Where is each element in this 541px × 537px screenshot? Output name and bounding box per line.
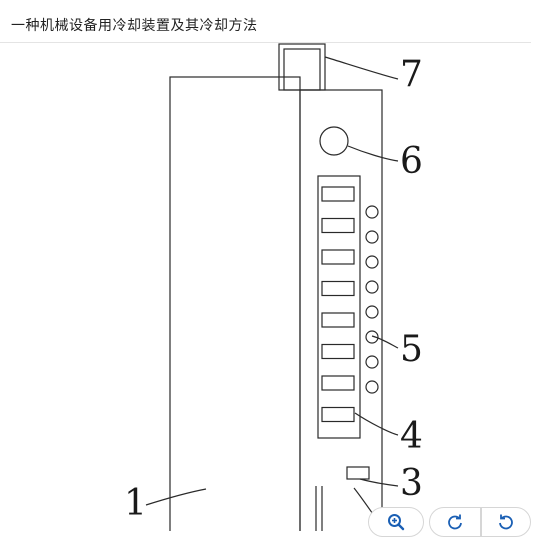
rotate-counterclockwise-icon: [499, 514, 513, 530]
rotate-counterclockwise-button[interactable]: [481, 507, 531, 537]
label-3: 3: [400, 463, 423, 504]
device-diagram: [145, 43, 399, 531]
rotate-clockwise-icon: [448, 514, 462, 530]
zoom-in-icon: [388, 514, 405, 531]
slot-1: [321, 186, 355, 202]
patent-drawing: 7 6 5 4 3 1: [0, 43, 541, 531]
fan-circle: [319, 126, 349, 156]
indicator-group: [365, 205, 379, 394]
label-4: 4: [400, 416, 423, 457]
indicator-light-6: [365, 330, 379, 344]
indicator-light-1: [365, 205, 379, 219]
slot-6: [321, 343, 355, 360]
indicator-light-7: [365, 355, 379, 369]
indicator-light-8: [365, 380, 379, 394]
indicator-light-4: [365, 280, 379, 294]
leader-4: [354, 412, 399, 436]
label-6: 6: [400, 141, 423, 182]
label-7: 7: [400, 54, 423, 95]
slot-panel: [317, 175, 361, 439]
leader-6: [347, 145, 399, 162]
page-title: 一种机械设备用冷却装置及其冷却方法: [11, 18, 258, 34]
slot-7: [321, 375, 355, 391]
indicator-light-3: [365, 255, 379, 269]
leader-1: [145, 488, 207, 506]
zoom-in-button[interactable]: [368, 507, 424, 537]
top-vent-inner: [283, 48, 321, 91]
slot-group: [321, 186, 355, 423]
label-1: 1: [124, 483, 147, 524]
main-housing: [299, 89, 383, 531]
slot-4: [321, 280, 355, 297]
indicator-light-2: [365, 230, 379, 244]
indicator-light-5: [365, 305, 379, 319]
label-5: 5: [400, 329, 423, 370]
slot-5: [321, 312, 355, 328]
leader-3: [359, 478, 399, 487]
slot-2: [321, 217, 355, 234]
door-panel: [169, 76, 301, 531]
top-vent-outer: [278, 43, 326, 91]
leader-5: [371, 335, 399, 349]
page-header: 一种机械设备用冷却装置及其冷却方法: [0, 0, 531, 43]
slot-8: [321, 406, 355, 423]
small-component: [346, 466, 370, 480]
slot-3: [321, 249, 355, 265]
leader-7: [324, 56, 399, 80]
rotate-clockwise-button[interactable]: [429, 507, 481, 537]
